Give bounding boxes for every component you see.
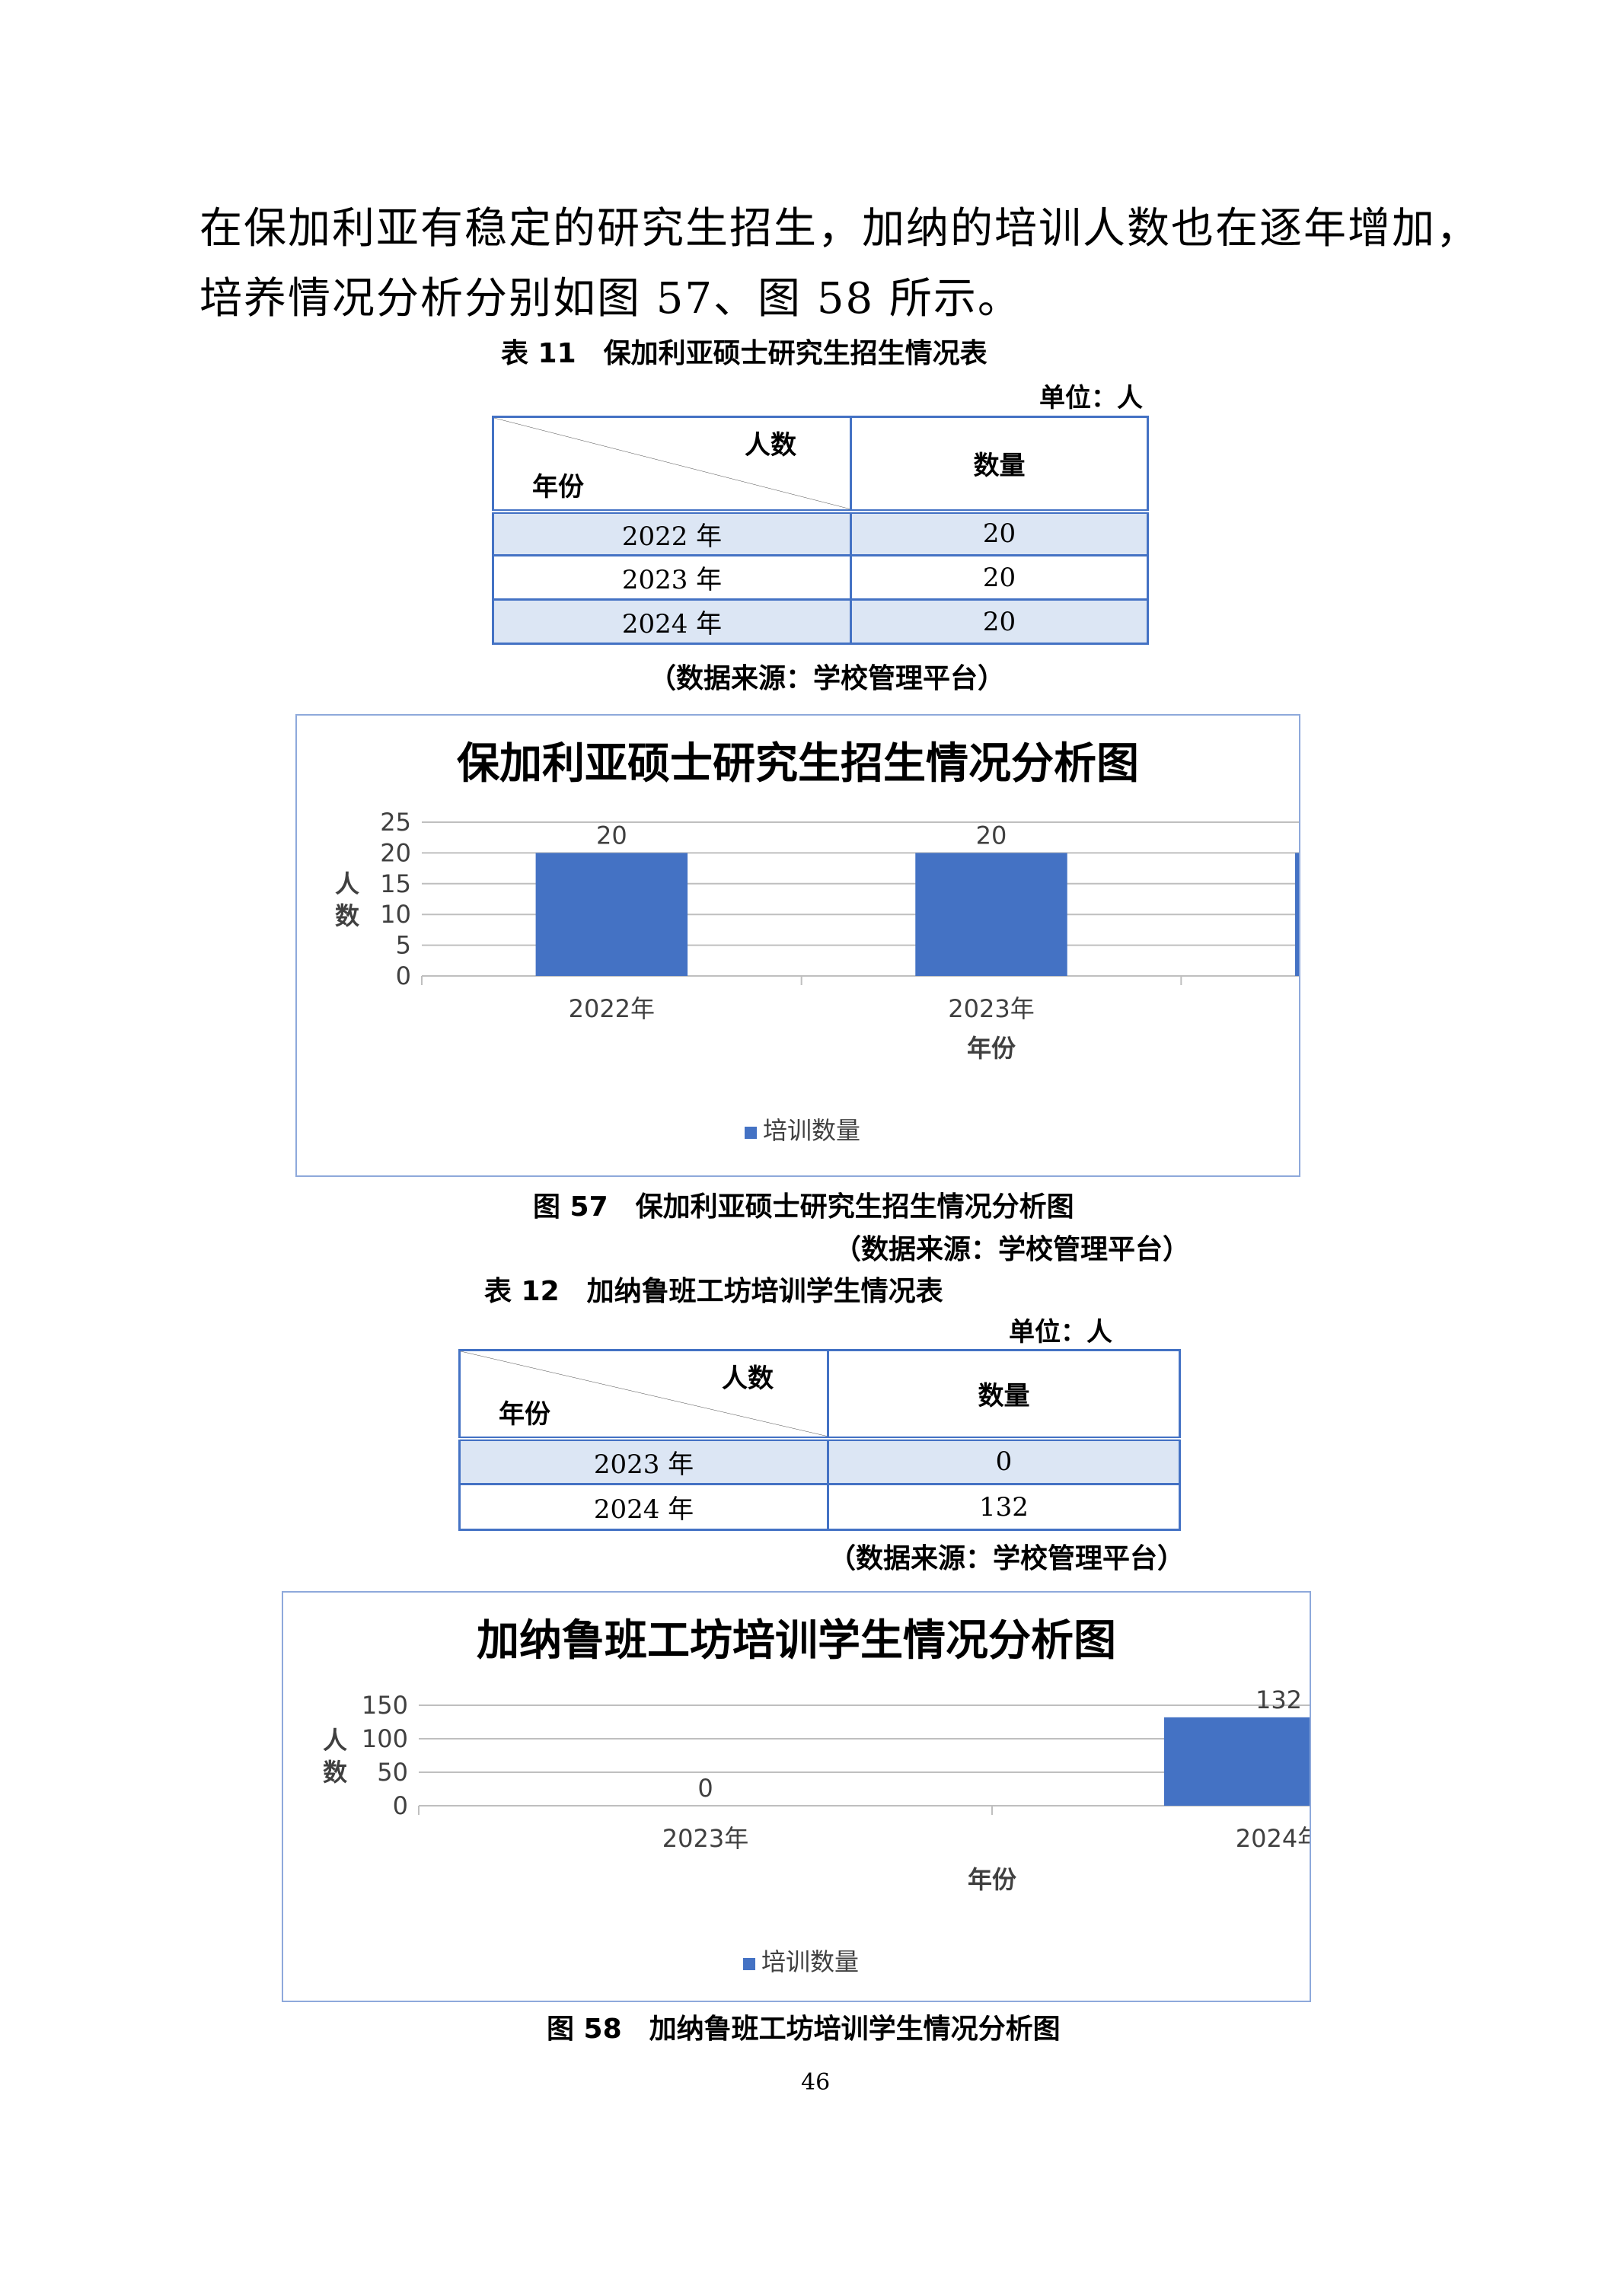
table-row: 2023 年 0 bbox=[458, 1437, 1181, 1485]
bar bbox=[915, 853, 1067, 976]
fig57-caption: 图 57 保加利亚硕士研究生招生情况分析图 bbox=[533, 1191, 1074, 1223]
table12-value-cell: 132 bbox=[827, 1483, 1181, 1531]
table-row: 2024 年 132 bbox=[458, 1483, 1181, 1531]
intro-paragraph: 在保加利亚有稳定的研究生招生，加纳的培训人数也在逐年增加， 培养情况分析分别如图… bbox=[199, 194, 1480, 334]
y-axis-label: 人 bbox=[323, 1726, 347, 1755]
data-label: 20 bbox=[976, 821, 1007, 850]
table12-header-row: 人数 年份 数量 bbox=[458, 1349, 1181, 1441]
x-tick-label: 2023年 bbox=[662, 1824, 748, 1853]
bar bbox=[1294, 853, 1299, 976]
y-tick-label: 25 bbox=[380, 808, 411, 837]
bar bbox=[1163, 1717, 1310, 1806]
bar bbox=[535, 853, 688, 976]
data-label: 20 bbox=[596, 821, 627, 850]
table12-unit: 单位：人 bbox=[1009, 1317, 1112, 1347]
x-tick-label: 2022年 bbox=[569, 994, 655, 1023]
table11-caption: 表 11 保加利亚硕士研究生招生情况表 bbox=[501, 338, 987, 369]
y-axis-label: 数 bbox=[335, 901, 360, 930]
data-label: 132 bbox=[1255, 1685, 1302, 1714]
table12-source: （数据来源：学校管理平台） bbox=[828, 1543, 1185, 1574]
legend-label: 培训数量 bbox=[761, 1947, 859, 1976]
fig57-source: （数据来源：学校管理平台） bbox=[834, 1234, 1191, 1265]
table11: 人数 年份 数量 2022 年 20 2023 年 20 2024 年 20 bbox=[492, 416, 1149, 645]
y-tick-label: 50 bbox=[377, 1758, 408, 1787]
table12-year-cell: 2023 年 bbox=[458, 1437, 829, 1485]
table12-diagonal-header: 人数 年份 bbox=[458, 1349, 829, 1441]
table11-diagonal-header: 人数 年份 bbox=[492, 416, 852, 514]
table11-header-count: 人数 bbox=[745, 430, 796, 461]
table11-year-cell: 2024 年 bbox=[492, 598, 852, 645]
table11-header-year: 年份 bbox=[532, 471, 584, 502]
legend-swatch bbox=[745, 1127, 757, 1139]
chart-title: 加纳鲁班工坊培训学生情况分析图 bbox=[477, 1616, 1116, 1666]
intro-line-1: 在保加利亚有稳定的研究生招生，加纳的培训人数也在逐年增加， bbox=[199, 204, 1480, 254]
data-label: 0 bbox=[697, 1774, 713, 1803]
table12-header-value: 数量 bbox=[827, 1349, 1181, 1441]
page-number: 46 bbox=[801, 2069, 831, 2096]
y-tick-label: 15 bbox=[380, 869, 411, 898]
x-axis-label: 年份 bbox=[968, 1865, 1016, 1894]
table-row: 2022 年 20 bbox=[492, 510, 1149, 556]
x-tick-label: 2023年 bbox=[948, 994, 1034, 1023]
table-row: 2023 年 20 bbox=[492, 554, 1149, 601]
y-tick-label: 0 bbox=[393, 1791, 408, 1820]
table12-header-count: 人数 bbox=[722, 1363, 774, 1394]
table11-value-cell: 20 bbox=[850, 598, 1149, 645]
table12-header-year: 年份 bbox=[499, 1398, 550, 1430]
table11-header-row: 人数 年份 数量 bbox=[492, 416, 1149, 514]
y-axis-label: 人 bbox=[335, 869, 359, 898]
legend-label: 培训数量 bbox=[763, 1116, 860, 1145]
chart-58: 加纳鲁班工坊培训学生情况分析图 0 50 100 150 0 2023年 132 2024年年份… bbox=[282, 1591, 1311, 2002]
table11-header-value: 数量 bbox=[850, 416, 1149, 514]
table11-value-cell: 20 bbox=[850, 554, 1149, 601]
y-tick-label: 10 bbox=[380, 900, 411, 929]
table11-year-cell: 2023 年 bbox=[492, 554, 852, 601]
table11-value-cell: 20 bbox=[850, 510, 1149, 556]
y-tick-label: 20 bbox=[380, 838, 411, 867]
table11-year-cell: 2022 年 bbox=[492, 510, 852, 556]
y-tick-label: 0 bbox=[396, 961, 411, 990]
chart-title: 保加利亚硕士研究生招生情况分析图 bbox=[457, 739, 1139, 789]
y-tick-label: 100 bbox=[362, 1724, 408, 1753]
table12: 人数 年份 数量 2023 年 0 2024 年 132 bbox=[458, 1349, 1181, 1531]
x-axis-label: 年份 bbox=[967, 1034, 1016, 1063]
y-axis-label: 数 bbox=[323, 1758, 348, 1787]
table12-year-cell: 2024 年 bbox=[458, 1483, 829, 1531]
intro-line-2: 培养情况分析分别如图 57、图 58 所示。 bbox=[199, 274, 1022, 324]
table12-caption: 表 12 加纳鲁班工坊培训学生情况表 bbox=[484, 1276, 943, 1307]
fig58-caption: 图 58 加纳鲁班工坊培训学生情况分析图 bbox=[547, 2014, 1061, 2045]
table11-source: （数据来源：学校管理平台） bbox=[649, 663, 1006, 694]
y-tick-label: 5 bbox=[396, 931, 411, 960]
legend-swatch bbox=[743, 1958, 755, 1970]
chart-svg: 加纳鲁班工坊培训学生情况分析图 0 50 100 150 0 2023年 132 2024年年份… bbox=[323, 1616, 1310, 1976]
table-row: 2024 年 20 bbox=[492, 598, 1149, 645]
y-tick-label: 150 bbox=[362, 1691, 408, 1720]
table11-unit: 单位：人 bbox=[1039, 383, 1143, 413]
table12-value-cell: 0 bbox=[827, 1437, 1181, 1485]
